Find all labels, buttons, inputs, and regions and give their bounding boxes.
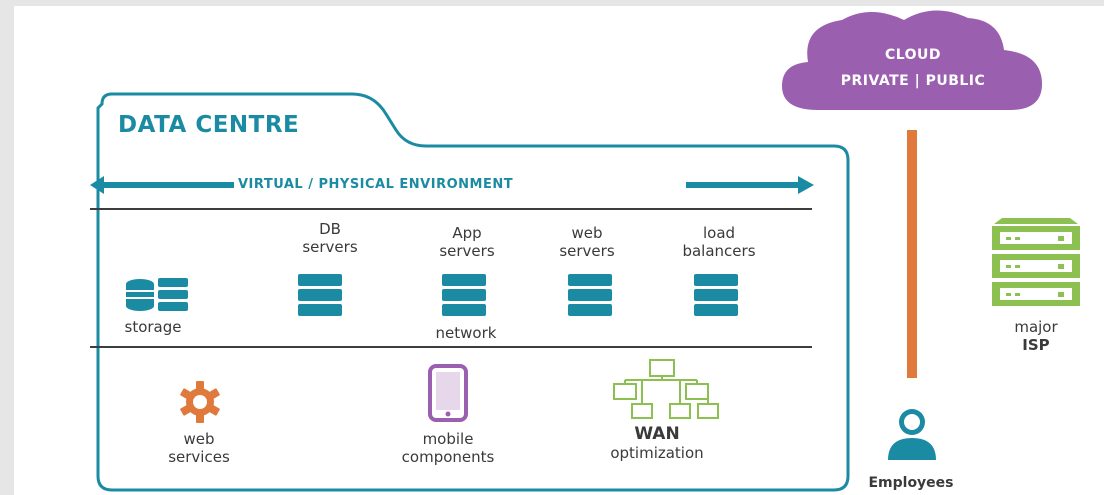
load-balancer-icon <box>694 274 738 316</box>
wan-title: WAN <box>634 424 680 444</box>
network-tree-icon <box>613 359 719 419</box>
storage-label: storage <box>124 318 182 336</box>
app-server-icon <box>442 274 486 316</box>
double-arrow <box>90 176 814 194</box>
cloud-label: CLOUD PRIVATE | PUBLIC <box>840 47 986 89</box>
employees-label: Employees <box>868 475 954 491</box>
storage-icon <box>126 278 188 311</box>
divider-bottom <box>90 346 812 348</box>
cloud-icon <box>782 10 1042 110</box>
environment-label: VIRTUAL / PHYSICAL ENVIRONMENT <box>238 177 514 192</box>
divider-top <box>90 208 812 210</box>
gear-icon <box>180 381 220 423</box>
data-centre-title: DATA CENTRE <box>118 112 300 138</box>
network-label: network <box>435 324 497 342</box>
wan-optimization-label: optimization <box>610 444 704 462</box>
isp-server-icon <box>992 218 1080 306</box>
db-server-icon <box>298 274 342 316</box>
web-server-icon <box>568 274 612 316</box>
mobile-phone-icon <box>428 364 468 422</box>
data-centre-outline <box>96 92 850 492</box>
isp-label: major ISP <box>1014 318 1058 354</box>
connection-line <box>907 130 917 378</box>
employee-icon <box>888 409 936 460</box>
diagram-canvas: DATA CENTRE VIRTUAL / PHYSICAL ENVIRONME… <box>14 6 1104 495</box>
